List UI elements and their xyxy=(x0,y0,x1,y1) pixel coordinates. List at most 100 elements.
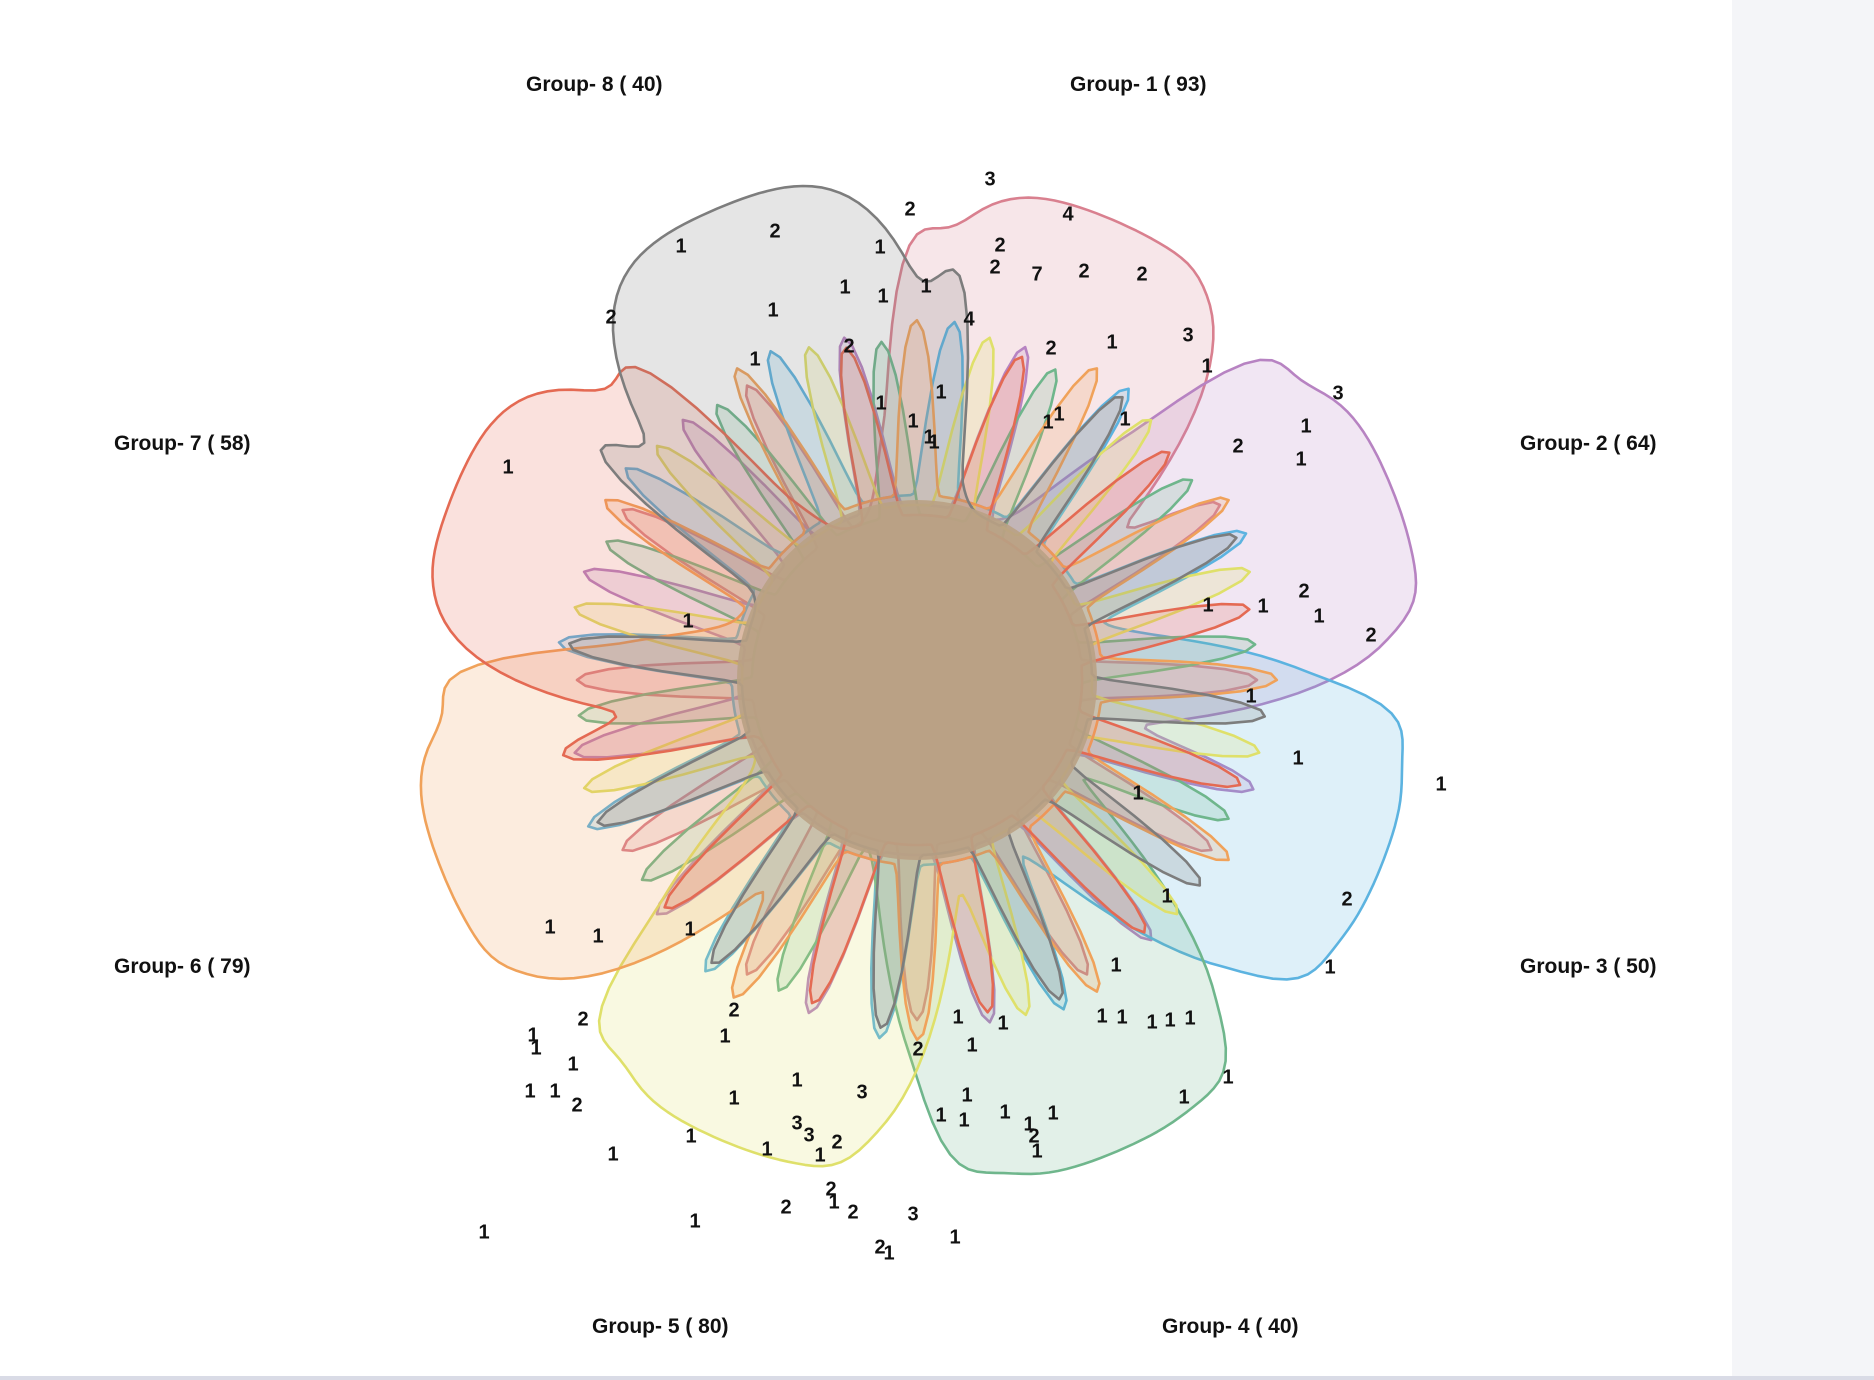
region-count: 2 xyxy=(825,1178,836,1200)
bottom-border xyxy=(0,1376,1874,1380)
region-count: 2 xyxy=(874,1236,885,1258)
region-count: 1 xyxy=(689,1210,700,1232)
region-count: 4 xyxy=(1062,203,1074,225)
region-count: 1 xyxy=(749,348,760,370)
region-count: 3 xyxy=(907,1203,918,1225)
region-count: 1 xyxy=(1300,415,1311,437)
region-count: 1 xyxy=(1047,1102,1058,1124)
region-count: 1 xyxy=(1161,885,1172,907)
region-count: 1 xyxy=(524,1080,535,1102)
region-count: 3 xyxy=(1332,382,1343,404)
region-count: 1 xyxy=(1202,594,1213,616)
region-count: 1 xyxy=(1257,595,1268,617)
region-count: 1 xyxy=(875,392,886,414)
group-label-3: Group- 3 ( 50) xyxy=(1520,955,1657,978)
region-count: 1 xyxy=(1116,1006,1127,1028)
region-count: 1 xyxy=(1132,782,1143,804)
region-count: 2 xyxy=(571,1094,582,1116)
group-label-7: Group- 7 ( 58) xyxy=(114,432,251,455)
region-count: 1 xyxy=(1031,1140,1042,1162)
venn-diagram: Group- 1 ( 93) Group- 2 ( 64) Group- 3 (… xyxy=(114,73,1657,1338)
region-count: 1 xyxy=(966,1034,977,1056)
region-count: 1 xyxy=(761,1138,772,1160)
region-count: 1 xyxy=(1106,331,1117,353)
region-count: 3 xyxy=(1182,324,1193,346)
region-count: 1 xyxy=(682,610,693,632)
region-count: 1 xyxy=(1053,403,1064,425)
group-label-8: Group- 8 ( 40) xyxy=(526,73,663,96)
region-count: 1 xyxy=(1435,773,1446,795)
region-count: 1 xyxy=(1164,1009,1175,1031)
region-count: 1 xyxy=(997,1012,1008,1034)
region-count: 2 xyxy=(1365,624,1376,646)
region-count: 2 xyxy=(1078,260,1089,282)
region-count: 1 xyxy=(684,918,695,940)
region-count: 1 xyxy=(530,1037,541,1059)
region-count: 2 xyxy=(1341,888,1352,910)
group-label-2: Group- 2 ( 64) xyxy=(1520,432,1657,455)
region-count: 1 xyxy=(1119,408,1130,430)
group-label-1: Group- 1 ( 93) xyxy=(1070,73,1207,96)
region-count: 2 xyxy=(843,335,854,357)
region-count: 1 xyxy=(549,1080,560,1102)
right-margin-panel xyxy=(1732,0,1874,1380)
region-count: 1 xyxy=(1184,1007,1195,1029)
region-count: 1 xyxy=(767,299,778,321)
region-count: 1 xyxy=(999,1101,1010,1123)
region-count: 1 xyxy=(1178,1086,1189,1108)
region-count: 1 xyxy=(607,1143,618,1165)
region-count: 2 xyxy=(904,198,915,220)
region-count: 1 xyxy=(567,1053,578,1075)
region-count: 1 xyxy=(923,426,934,448)
region-count: 1 xyxy=(1110,954,1121,976)
region-count: 1 xyxy=(907,410,918,432)
region-count: 1 xyxy=(1245,685,1256,707)
region-count: 3 xyxy=(791,1112,802,1134)
region-count: 2 xyxy=(831,1131,842,1153)
region-count: 2 xyxy=(1028,1125,1039,1147)
region-count: 1 xyxy=(544,916,555,938)
region-count: 1 xyxy=(728,1087,739,1109)
shared-center-region xyxy=(737,500,1097,860)
region-count: 1 xyxy=(685,1125,696,1147)
region-count: 2 xyxy=(1232,435,1243,457)
region-count: 1 xyxy=(1313,605,1324,627)
region-count: 1 xyxy=(1146,1011,1157,1033)
region-count: 2 xyxy=(1298,580,1309,602)
region-count: 2 xyxy=(847,1201,858,1223)
region-count: 1 xyxy=(1023,1113,1034,1135)
region-count: 1 xyxy=(877,285,888,307)
region-count: 1 xyxy=(935,381,946,403)
region-count: 1 xyxy=(791,1069,802,1091)
region-count: 2 xyxy=(989,256,1000,278)
region-count: 4 xyxy=(963,308,975,330)
region-count: 2 xyxy=(994,234,1005,256)
region-count: 1 xyxy=(828,1191,839,1213)
region-count: 1 xyxy=(1042,411,1053,433)
region-count: 1 xyxy=(1201,355,1212,377)
region-count: 1 xyxy=(1324,956,1335,978)
group-label-4: Group- 4 ( 40) xyxy=(1162,1315,1299,1338)
group-label-5: Group- 5 ( 80) xyxy=(592,1315,729,1338)
region-count: 1 xyxy=(675,235,686,257)
region-count: 1 xyxy=(592,925,603,947)
region-count: 2 xyxy=(912,1038,923,1060)
group-label-6: Group- 6 ( 79) xyxy=(114,955,251,978)
region-count: 3 xyxy=(856,1081,867,1103)
region-count: 1 xyxy=(1096,1005,1107,1027)
region-count: 1 xyxy=(814,1144,825,1166)
region-count: 1 xyxy=(1295,448,1306,470)
region-count: 1 xyxy=(928,431,939,453)
region-count: 1 xyxy=(502,456,513,478)
region-count: 2 xyxy=(605,306,616,328)
region-count: 1 xyxy=(952,1006,963,1028)
region-count: 3 xyxy=(984,168,995,190)
region-count: 1 xyxy=(874,236,885,258)
region-count: 1 xyxy=(935,1104,946,1126)
region-count: 1 xyxy=(1222,1066,1233,1088)
region-count: 2 xyxy=(1136,263,1147,285)
region-count: 1 xyxy=(839,276,850,298)
region-count: 2 xyxy=(1045,337,1056,359)
region-count: 2 xyxy=(728,999,739,1021)
